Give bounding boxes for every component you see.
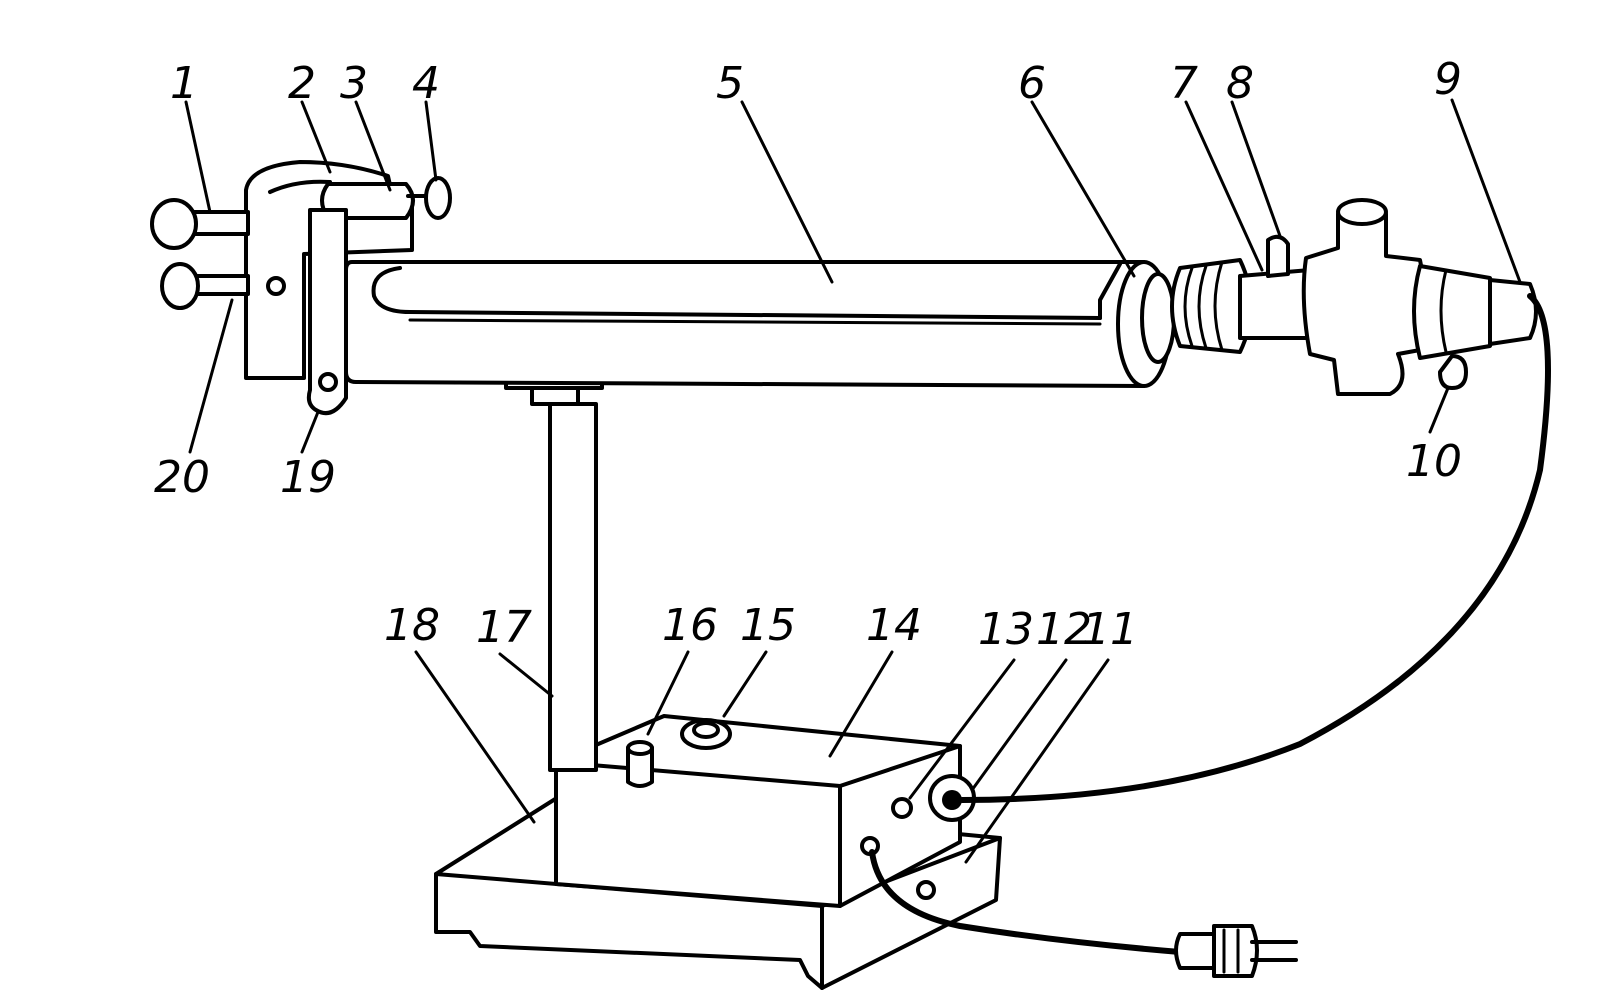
callout-9: 9 xyxy=(1434,54,1462,105)
knob-10 xyxy=(1438,354,1468,390)
callout-10: 10 xyxy=(1406,436,1462,487)
arm-19 xyxy=(306,208,348,415)
main-tube-5 xyxy=(344,260,1146,388)
column-17 xyxy=(504,358,604,772)
callout-4: 4 xyxy=(412,58,440,109)
callout-11: 11 xyxy=(1082,604,1138,655)
screw-20 xyxy=(160,262,250,310)
callout-6: 6 xyxy=(1018,58,1046,109)
cross-housing xyxy=(1301,198,1428,396)
socket-12 xyxy=(928,774,976,822)
ring-6 xyxy=(1116,260,1176,388)
callout-1: 1 xyxy=(170,58,198,109)
body-box xyxy=(554,714,962,908)
button-16 xyxy=(626,740,654,788)
screw-4 xyxy=(406,176,452,220)
callout-20: 20 xyxy=(154,452,210,503)
leader-lines xyxy=(184,98,1522,864)
callout-13: 13 xyxy=(978,604,1034,655)
callout-15: 15 xyxy=(740,600,796,651)
hole-plate xyxy=(916,880,936,900)
callout-19: 19 xyxy=(280,452,336,503)
callout-14: 14 xyxy=(866,600,922,651)
knob-15 xyxy=(680,718,732,750)
callout-17: 17 xyxy=(476,602,532,653)
collar-8 xyxy=(1238,234,1312,340)
callout-16: 16 xyxy=(662,600,718,651)
cord-eyepiece xyxy=(959,293,1551,803)
eyepiece-9 xyxy=(1412,264,1538,360)
drum-7 xyxy=(1170,258,1253,354)
callout-5: 5 xyxy=(716,58,744,109)
callout-7: 7 xyxy=(1170,58,1198,109)
callout-2: 2 xyxy=(288,58,316,109)
power-cord xyxy=(869,849,1183,955)
callout-18: 18 xyxy=(384,600,440,651)
plug-icon xyxy=(1174,924,1298,978)
callout-12: 12 xyxy=(1036,604,1092,655)
callout-3: 3 xyxy=(340,58,368,109)
indicator-13 xyxy=(891,797,913,819)
callout-8: 8 xyxy=(1226,58,1254,109)
callout-labels: 1 2 3 4 5 6 7 8 9 10 11 12 13 14 15 16 1… xyxy=(154,54,1462,655)
screw-1 xyxy=(150,198,250,250)
